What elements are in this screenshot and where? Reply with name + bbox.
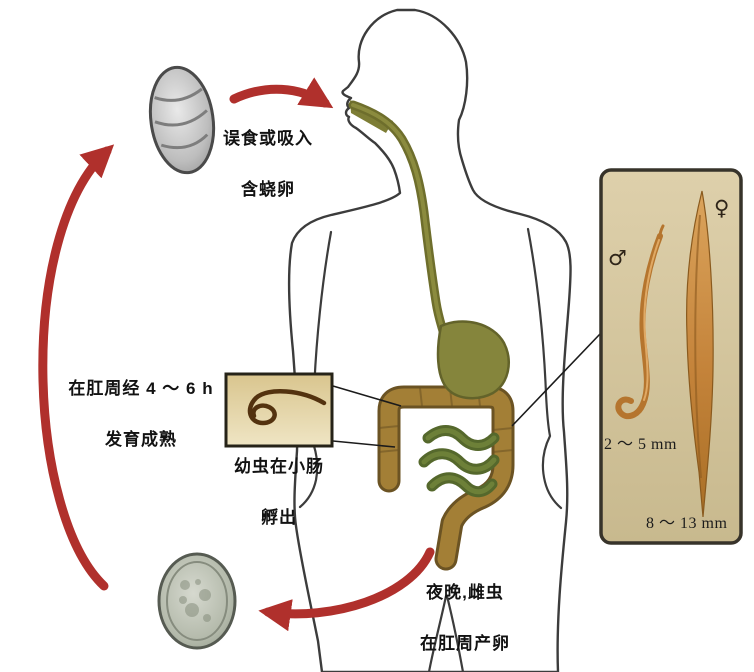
larva-icon bbox=[247, 389, 327, 426]
female-symbol: ♀ bbox=[714, 196, 730, 220]
male-size-label: 2 ～ 5 mm bbox=[604, 436, 677, 453]
label-maturation-line1: 在肛周经 4 ～ 6 h bbox=[68, 379, 214, 398]
pinworm-egg-bottom-icon bbox=[157, 552, 237, 650]
cycle-arrow-maturation bbox=[38, 144, 115, 591]
male-symbol: ♂ bbox=[608, 246, 627, 270]
label-ingestion-line2: 含蛲卵 bbox=[241, 180, 295, 199]
human-figure bbox=[287, 8, 572, 672]
label-hatch: 幼虫在小肠 孵出 bbox=[226, 454, 332, 531]
label-ingestion: 误食或吸入 含蛲卵 bbox=[208, 126, 328, 203]
label-oviposition: 夜晚,雌虫 在肛周产卵 bbox=[402, 580, 528, 657]
callout-lines bbox=[332, 333, 601, 448]
larva-inset-image bbox=[224, 372, 334, 448]
esophagus bbox=[348, 100, 448, 336]
label-hatch-line1: 幼虫在小肠 bbox=[234, 457, 324, 476]
adult-worms-panel bbox=[599, 168, 743, 545]
female-size-label: 8 ～ 13 mm bbox=[646, 515, 728, 532]
label-ingestion-line1: 误食或吸入 bbox=[223, 129, 313, 148]
small-intestine bbox=[418, 425, 500, 498]
cycle-arrow-oviposition bbox=[258, 547, 435, 632]
pinworm-egg-top-icon bbox=[148, 65, 216, 175]
male-worm-icon bbox=[615, 224, 665, 420]
label-oviposition-line2: 在肛周产卵 bbox=[420, 634, 510, 653]
large-intestine bbox=[377, 385, 515, 571]
stomach bbox=[436, 320, 510, 400]
cycle-arrow-ingestion bbox=[229, 77, 334, 109]
female-worm-icon bbox=[686, 190, 714, 518]
label-hatch-line2: 孵出 bbox=[261, 508, 297, 527]
label-oviposition-line1: 夜晚,雌虫 bbox=[426, 583, 504, 602]
label-maturation: 在肛周经 4 ～ 6 h 发育成熟 bbox=[55, 376, 227, 453]
label-maturation-line2: 发育成熟 bbox=[105, 430, 177, 449]
